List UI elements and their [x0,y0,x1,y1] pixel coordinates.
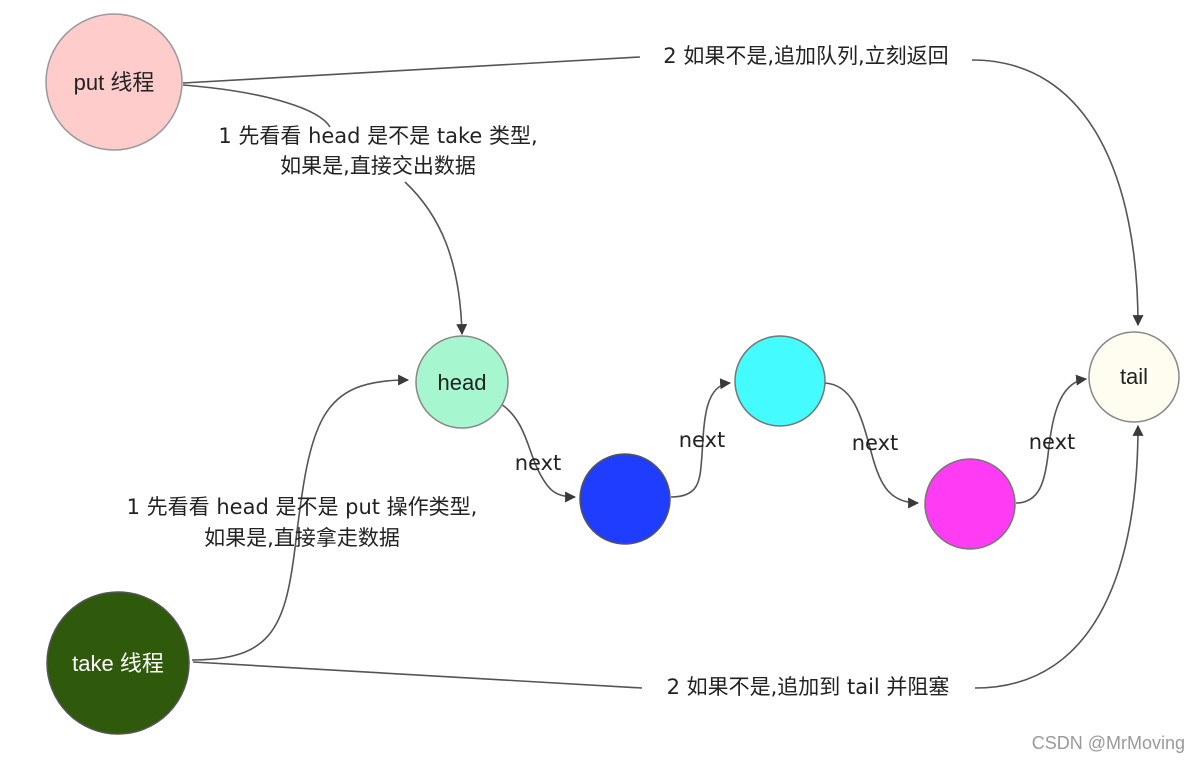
node-take-thread: take 线程 [46,591,190,735]
node-blue [579,453,671,545]
edge-label-next-3: next [852,431,899,455]
edge-label-next-1: next [515,451,562,475]
edge-take-to-head [191,374,410,661]
edge-take-to-tail-cont [974,424,1144,689]
edge-label-take-to-head-line2: 如果是,直接拿走数据 [204,526,400,550]
edge-take-to-tail [192,661,643,689]
edge-label-take-to-tail: 2 如果不是,追加到 tail 并阻塞 [667,675,950,699]
node-cyan [734,335,826,427]
edge-put-to-head [182,84,331,128]
edge-label-take-to-head-line1: 1 先看看 head 是不是 put 操作类型, [127,495,478,519]
node-cyan-circle [734,335,826,427]
node-magenta [924,458,1016,550]
edge-label-next-2: next [679,428,726,452]
node-put-thread: put 线程 [45,13,183,151]
edge-next-3 [824,382,920,509]
node-head-label: head [438,370,487,395]
node-put-thread-label: put 线程 [74,70,155,95]
node-tail-circle [1088,331,1180,423]
node-tail: tail [1088,331,1180,423]
node-head-circle [415,335,509,429]
watermark: CSDN @MrMoving [1032,733,1185,753]
edge-next-4 [1015,374,1088,504]
edge-label-put-to-head-line2: 如果是,直接交出数据 [280,154,476,178]
edge-next-2 [670,378,732,498]
edge-next-1 [500,403,577,503]
edge-label-put-to-head-line1: 1 先看看 head 是不是 take 类型, [218,124,537,148]
node-take-thread-circle [46,591,190,735]
edge-label-put-to-tail: 2 如果不是,追加队列,立刻返回 [663,44,948,68]
node-blue-circle [579,453,671,545]
node-put-thread-circle [45,13,183,151]
edge-put-to-tail-cont [971,59,1144,327]
node-magenta-circle [924,458,1016,550]
edge-put-to-tail [182,56,641,84]
edge-label-next-4: next [1029,430,1076,454]
node-tail-label: tail [1120,364,1148,389]
node-head: head [415,335,509,429]
edge-put-to-head-cont [404,181,468,336]
node-take-thread-label: take 线程 [72,651,164,676]
